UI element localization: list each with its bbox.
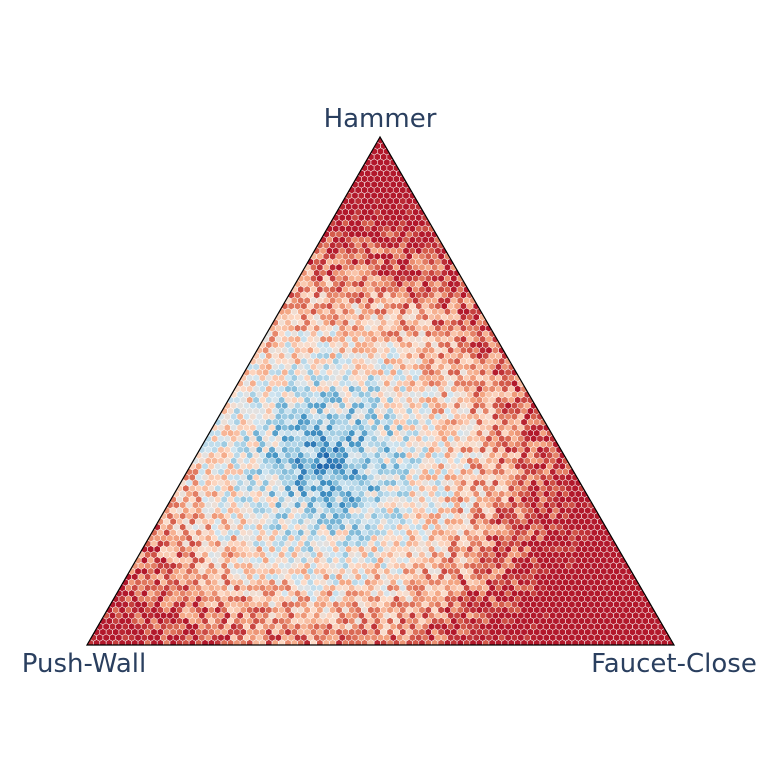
axis-label-right: Faucet-Close [591, 649, 757, 679]
axis-label-top: Hammer [324, 104, 437, 134]
axis-label-left: Push-Wall [22, 649, 146, 679]
